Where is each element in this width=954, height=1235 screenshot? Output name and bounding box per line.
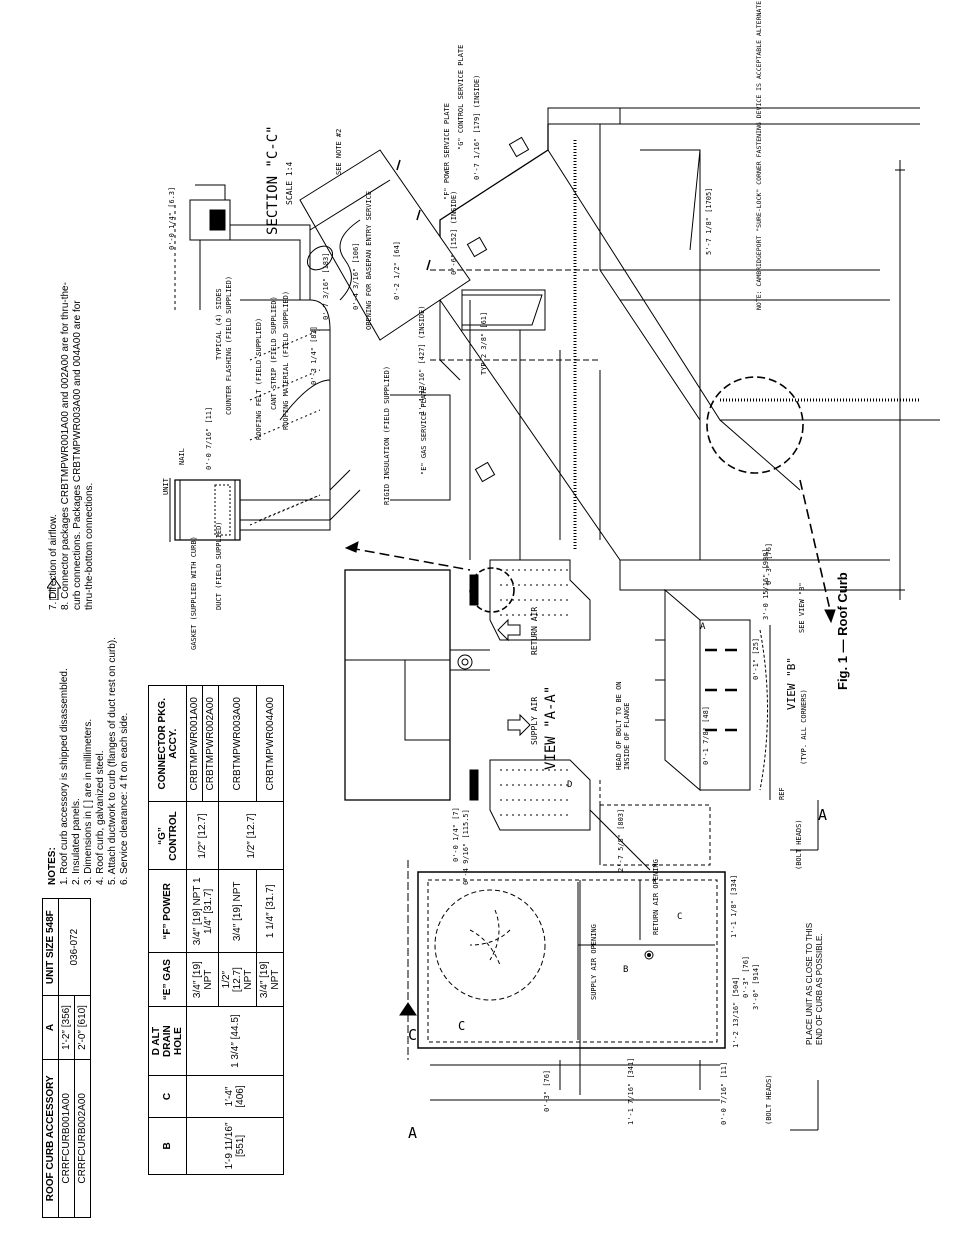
dim-label: 0'-0 7/16" [11] <box>720 1061 728 1125</box>
section-cc-label: SECTION "C-C" <box>265 125 281 235</box>
ref-label: REF <box>778 787 786 800</box>
control-plate-label: "G" CONTROL SERVICE PLATE <box>457 44 465 150</box>
dim-label: 0'-3 1/4" [83] <box>310 325 318 385</box>
supply-air-label: SUPPLY AIR <box>530 696 539 745</box>
view-b-corner <box>655 588 771 800</box>
counter-flashing-label: COUNTER FLASHING (FIELD SUPPLIED) <box>225 275 233 415</box>
dim-label: 0'-7 3/16" [183] <box>322 252 330 320</box>
svg-text:C: C <box>458 1019 465 1033</box>
rigid-insulation-label: RIGID INSULATION (FIELD SUPPLIED) <box>383 365 391 505</box>
flashing-section-detail <box>169 299 361 542</box>
svg-text:A: A <box>408 1124 417 1142</box>
dim-label: 0'-0 1/4" [6.3] <box>168 186 176 250</box>
power-plate-label: "F" POWER SERVICE PLATE <box>443 103 451 200</box>
c-marker-label: C <box>677 912 683 922</box>
dim-label: 0'-6" [152] (INSIDE) <box>450 190 458 275</box>
dim-label: 1'-2 13/16" [504] <box>732 976 740 1048</box>
see-view-b-label: SEE VIEW "B" <box>798 582 806 633</box>
gasket-label: GASKET (SUPPLIED WITH CURB) <box>190 536 198 650</box>
a-marker-label: A <box>700 622 706 632</box>
typical-sides-label: TYPICAL (4) SIDES <box>215 288 223 360</box>
view-aa-section <box>344 541 591 831</box>
dim-label: 0'-3" [76] <box>742 955 750 998</box>
view-aa-label: VIEW "A-A" <box>543 685 559 770</box>
view-b-label: VIEW "B" <box>785 657 798 710</box>
view-b-sub-label: (TYP. ALL CORNERS) <box>800 689 808 765</box>
head-bolt-line2: INSIDE OF FLANGE <box>623 702 631 770</box>
corner-note-label: NOTE: CAMBRIDGEPORT "SURE-LOCK" CORNER F… <box>755 0 763 310</box>
place-unit-line2: END OF CURB AS POSSIBLE. <box>815 933 824 1045</box>
dim-label: 0'-1 7/8" [48] <box>702 705 710 765</box>
duct-label: DUCT (FIELD SUPPLIED) <box>215 521 223 610</box>
d-marker-label: D <box>567 780 573 790</box>
dim-label: 0'-3" [76] <box>765 542 773 585</box>
dim-label: 2'-7 5/8" [803] <box>617 808 625 872</box>
svg-text:C: C <box>408 1026 417 1044</box>
see-note-2-label: SEE NOTE #2 <box>335 128 343 175</box>
bolt-heads-label: (BOLT HEADS) <box>795 819 803 870</box>
dim-label: 1'-1 7/16" [341] <box>627 1057 635 1125</box>
dim-label: 0'-2 1/2" [64] <box>393 240 401 300</box>
dim-label: 0'-0 7/16" [11] <box>205 406 213 470</box>
dim-label: 0'-1" [25] <box>752 637 760 680</box>
cant-strip-label: CANT STRIP (FIELD SUPPLIED) <box>270 296 278 410</box>
return-air-label: RETURN AIR <box>530 606 539 655</box>
section-cc-detail <box>174 184 311 310</box>
unit-label: UNIT <box>162 478 170 495</box>
scale-label: SCALE 1:4 <box>285 161 294 205</box>
dim-label: 1'-1 1/8" [334] <box>730 874 738 938</box>
head-bolt-label: HEAD OF BOLT TO BE ON INSIDE OF FLANGE <box>615 681 631 770</box>
dim-label: 1'-4 13/16" [427] (INSIDE) <box>418 305 426 415</box>
supply-opening-label: SUPPLY AIR OPENING <box>590 924 598 1000</box>
airflow-arrow-icon <box>47 578 61 600</box>
roofing-material-label: ROOFING MATERIAL (FIELD SUPPLIED) <box>282 290 290 430</box>
dim-label: TYP 2 3/8" [61] <box>480 311 488 375</box>
dim-label: 0'-7 1/16" [179] (INSIDE) <box>473 74 481 180</box>
head-bolt-line1: HEAD OF BOLT TO BE ON <box>615 681 623 770</box>
dim-label: 3'-0" [914] <box>752 963 760 1010</box>
place-unit-line1: PLACE UNIT AS CLOSE TO THIS <box>805 922 814 1045</box>
roofing-felt-label: ROOFING FELT (FIELD SUPPLIED) <box>255 317 263 440</box>
return-opening-label: RETURN AIR OPENING <box>652 859 660 935</box>
dim-label: 5'-7 1/8" [1705] <box>705 187 713 255</box>
basepan-label: OPENING FOR BASEPAN ENTRY SERVICE <box>365 190 373 330</box>
dim-label: 0'-4 9/16" [115.5] <box>462 809 470 885</box>
place-unit-note: PLACE UNIT AS CLOSE TO THIS END OF CURB … <box>805 923 825 1045</box>
dim-label: 0'-3" [76] <box>543 1069 551 1112</box>
svg-text:A: A <box>818 806 827 824</box>
bolt-heads-label: (BOLT HEADS) <box>765 1074 773 1125</box>
dim-label: 0'-0 1/4" [7] <box>452 807 460 862</box>
b-marker-label: B <box>623 965 629 975</box>
dim-label: 0'-4 3/16" [106] <box>352 242 360 310</box>
isometric-curb <box>299 107 940 624</box>
nail-label: NAIL <box>178 448 186 465</box>
